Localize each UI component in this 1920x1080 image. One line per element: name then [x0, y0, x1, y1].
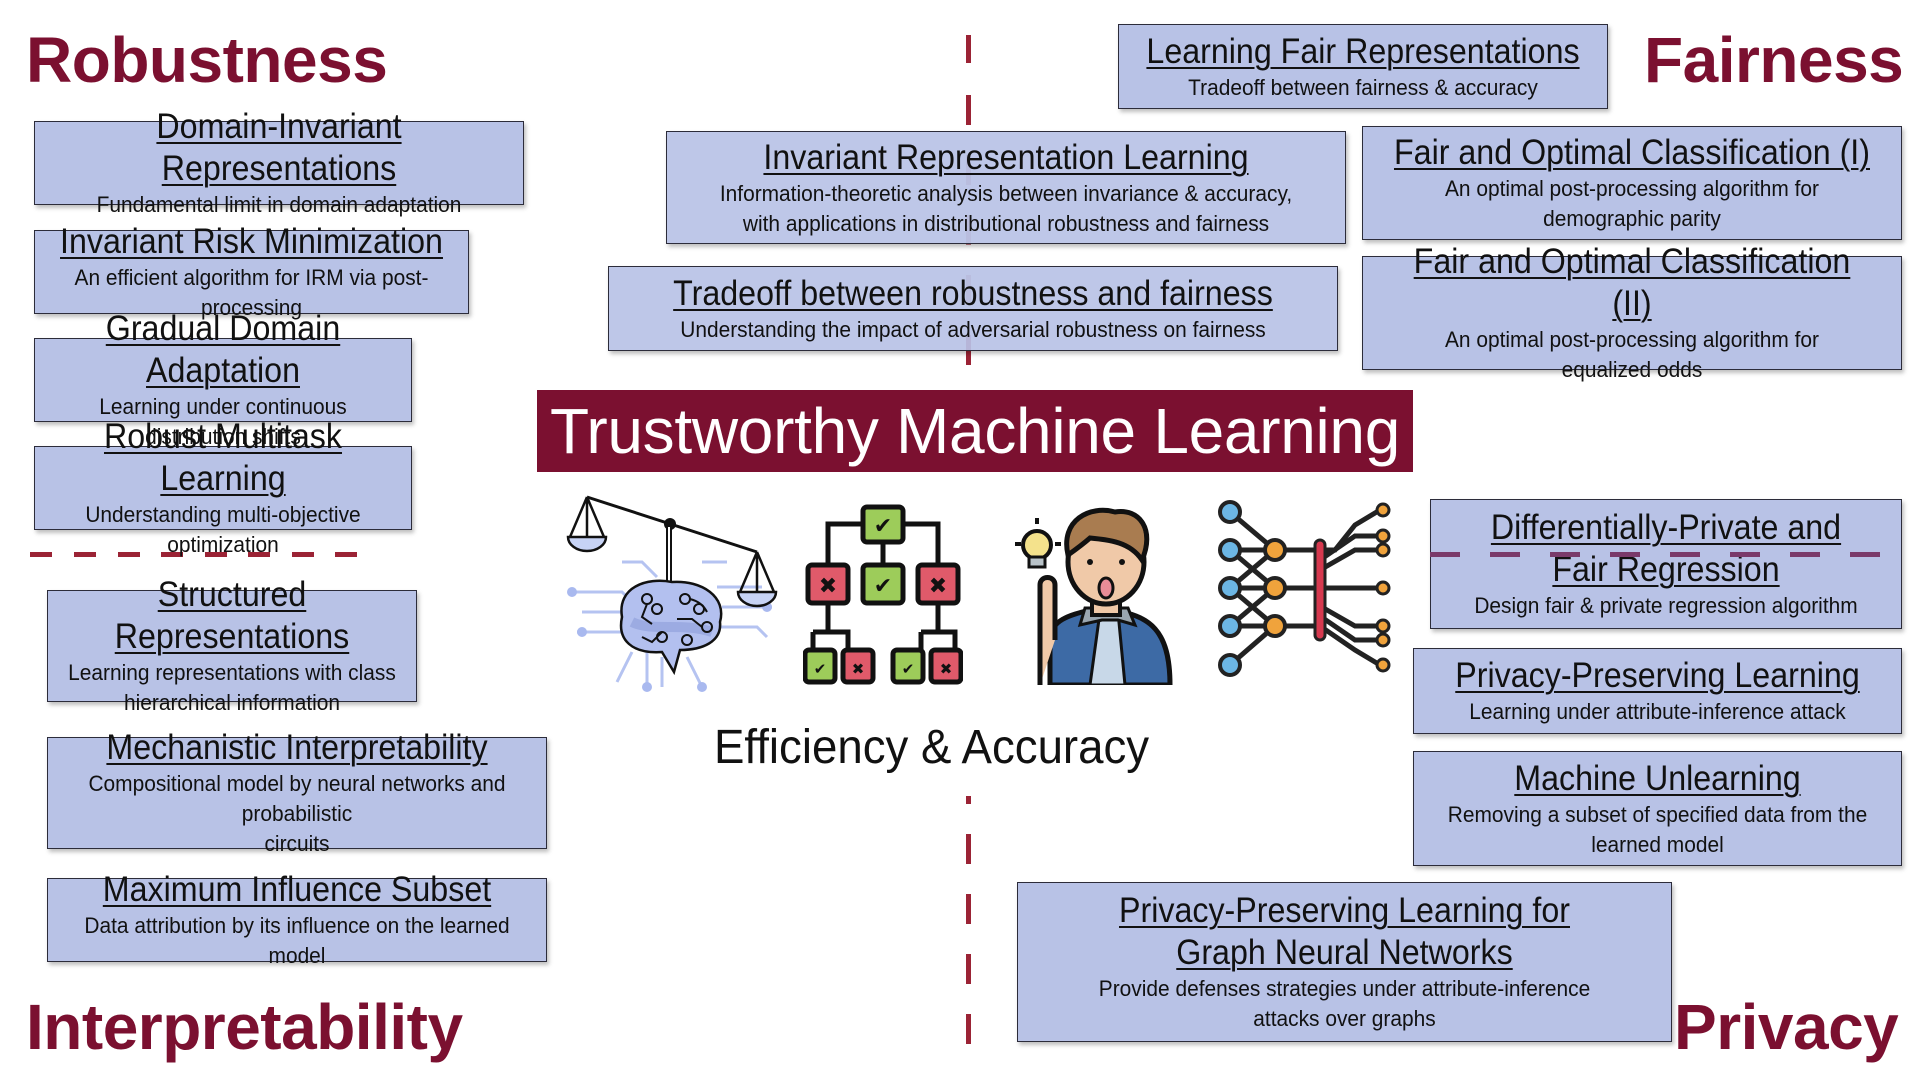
card-fair-optimal-classification-1[interactable]: Fair and Optimal Classification (I) An o…	[1362, 126, 1902, 240]
card-subtitle-line: Provide defenses strategies under attrib…	[1098, 976, 1591, 1002]
divider-dash	[118, 552, 140, 557]
svg-text:✔: ✔	[874, 574, 892, 599]
card-subtitle: Learning under continuous distribution s…	[99, 394, 347, 449]
neural-network-icon	[1218, 500, 1391, 677]
card-subtitle-line: An optimal post-processing algorithm for	[1444, 327, 1820, 353]
person-idea-icon	[1015, 507, 1173, 685]
divider-dash	[1490, 552, 1520, 557]
divider-dash	[966, 95, 971, 125]
interpretability-heading: Interpretability	[26, 991, 463, 1063]
card-title-line[interactable]: Differentially-Private and	[1490, 508, 1842, 548]
divider-dash	[248, 552, 270, 557]
svg-text:✖: ✖	[819, 574, 837, 599]
svg-text:✖: ✖	[929, 574, 947, 599]
card-subtitle-line: Removing a subset of specified data from…	[1447, 801, 1868, 827]
card-subtitle: Data attribution by its influence on the…	[84, 913, 510, 968]
card-title[interactable]: Domain-Invariant Representations	[156, 107, 402, 189]
robustness-heading: Robustness	[26, 24, 388, 96]
card-title-line[interactable]: Graph Neural Networks	[1176, 933, 1513, 973]
card-title[interactable]: Invariant Risk Minimization	[60, 222, 443, 262]
fairness-heading: Fairness	[1644, 24, 1904, 96]
divider-dash	[1850, 552, 1880, 557]
card-subtitle-line: Learning representations with class	[68, 660, 396, 686]
divider-dash	[1730, 552, 1760, 557]
card-subtitle: Fundamental limit in domain adaptation	[96, 192, 462, 218]
divider-dash	[30, 552, 52, 557]
efficiency-accuracy-label: Efficiency & Accuracy	[714, 721, 1150, 774]
svg-text:✔: ✔	[874, 514, 892, 539]
svg-text:✖: ✖	[852, 660, 865, 678]
divider-dash	[1430, 552, 1460, 557]
card-title[interactable]: Invariant Representation Learning	[763, 137, 1249, 177]
card-gradual-domain-adaptation[interactable]: Gradual Domain Adaptation Learning under…	[34, 309, 412, 449]
card-domain-invariant-representations[interactable]: Domain-Invariant Representations Fundame…	[34, 107, 524, 217]
card-subtitle-line: Information-theoretic analysis between i…	[719, 180, 1293, 206]
card-title[interactable]: Robust Multitask Learning	[103, 417, 343, 499]
card-subtitle: An efficient algorithm for IRM via post-…	[74, 265, 429, 320]
card-subtitle: Tradeoff between fairness & accuracy	[1188, 74, 1538, 100]
privacy-heading: Privacy	[1674, 991, 1899, 1063]
card-structured-representations[interactable]: Structured Representations Learning repr…	[47, 575, 417, 715]
divider-dash	[966, 954, 971, 984]
card-subtitle-line: hierarchical information	[123, 690, 341, 715]
card-subtitle-line: demographic parity	[1543, 206, 1721, 231]
card-title[interactable]: Structured Representations	[114, 575, 350, 657]
svg-text:✔: ✔	[902, 660, 915, 678]
divider-dash	[966, 894, 971, 924]
divider-dash	[966, 1014, 971, 1044]
card-robust-multitask-learning[interactable]: Robust Multitask Learning Understanding …	[34, 417, 412, 557]
divider-dash	[74, 552, 96, 557]
card-tradeoff-robustness-fairness[interactable]: Tradeoff between robustness and fairness…	[608, 266, 1338, 351]
card-subtitle: Understanding multi-objective optimizati…	[85, 502, 361, 557]
card-dp-fair-regression[interactable]: Differentially-Private and Fair Regressi…	[1430, 499, 1902, 629]
divider-dash	[335, 552, 357, 557]
card-title[interactable]: Maximum Influence Subset	[102, 870, 492, 910]
card-title[interactable]: Tradeoff between robustness and fairness	[673, 273, 1273, 313]
card-subtitle: Understanding the impact of adversarial …	[680, 316, 1266, 342]
card-subtitle-line: equalized odds	[1561, 357, 1703, 382]
main-title-banner: Trustworthy Machine Learning	[537, 390, 1413, 472]
card-invariant-representation-learning[interactable]: Invariant Representation Learning Inform…	[666, 131, 1346, 244]
divider-dash	[966, 796, 971, 804]
divider-dash	[292, 552, 314, 557]
decision-tree-icon: ✔ ✖ ✔ ✖ ✔ ✖ ✔ ✖	[803, 504, 963, 685]
card-subtitle-line: with applications in distributional robu…	[742, 210, 1270, 236]
svg-text:✖: ✖	[940, 660, 953, 678]
card-title[interactable]: Gradual Domain Adaptation	[105, 309, 341, 391]
divider-dash	[1550, 552, 1580, 557]
svg-text:✔: ✔	[814, 660, 827, 678]
card-machine-unlearning[interactable]: Machine Unlearning Removing a subset of …	[1413, 751, 1902, 866]
card-subtitle: Design fair & private regression algorit…	[1474, 593, 1858, 619]
card-maximum-influence-subset[interactable]: Maximum Influence Subset Data attributio…	[47, 870, 547, 968]
divider-dash	[1670, 552, 1700, 557]
card-title[interactable]: Learning Fair Representations	[1146, 31, 1580, 71]
card-subtitle-line: Compositional model by neural networks a…	[88, 771, 506, 827]
card-title[interactable]: Machine Unlearning	[1514, 758, 1801, 798]
card-subtitle-line: attacks over graphs	[1253, 1006, 1436, 1031]
card-subtitle-line: learned model	[1591, 831, 1724, 857]
divider-dash	[1610, 552, 1640, 557]
card-title[interactable]: Fair and Optimal Classification (I)	[1393, 133, 1870, 173]
card-title[interactable]: Privacy-Preserving Learning	[1455, 656, 1860, 696]
card-mechanistic-interpretability[interactable]: Mechanistic Interpretability Composition…	[47, 728, 547, 856]
card-fair-optimal-classification-2[interactable]: Fair and Optimal Classification (II) An …	[1362, 242, 1902, 382]
card-subtitle: Learning under attribute-inference attac…	[1469, 699, 1846, 725]
divider-dash	[1790, 552, 1820, 557]
divider-dash	[205, 552, 227, 557]
card-learning-fair-representations[interactable]: Learning Fair Representations Tradeoff b…	[1118, 24, 1608, 109]
card-ppl-graph-neural-networks[interactable]: Privacy-Preserving Learning for Graph Ne…	[1017, 882, 1672, 1042]
divider-dash	[161, 552, 183, 557]
card-invariant-risk-minimization[interactable]: Invariant Risk Minimization An efficient…	[34, 222, 469, 320]
card-privacy-preserving-learning[interactable]: Privacy-Preserving Learning Learning und…	[1413, 648, 1902, 734]
card-title[interactable]: Mechanistic Interpretability	[106, 728, 488, 768]
divider-dash	[966, 35, 971, 63]
card-title-line[interactable]: Privacy-Preserving Learning for	[1118, 891, 1571, 931]
card-subtitle-line: circuits	[264, 830, 330, 856]
divider-dash	[966, 834, 971, 864]
card-title[interactable]: Fair and Optimal Classification (II)	[1413, 242, 1851, 324]
scales-brain-icon	[566, 495, 778, 692]
card-subtitle-line: An optimal post-processing algorithm for	[1444, 176, 1820, 202]
